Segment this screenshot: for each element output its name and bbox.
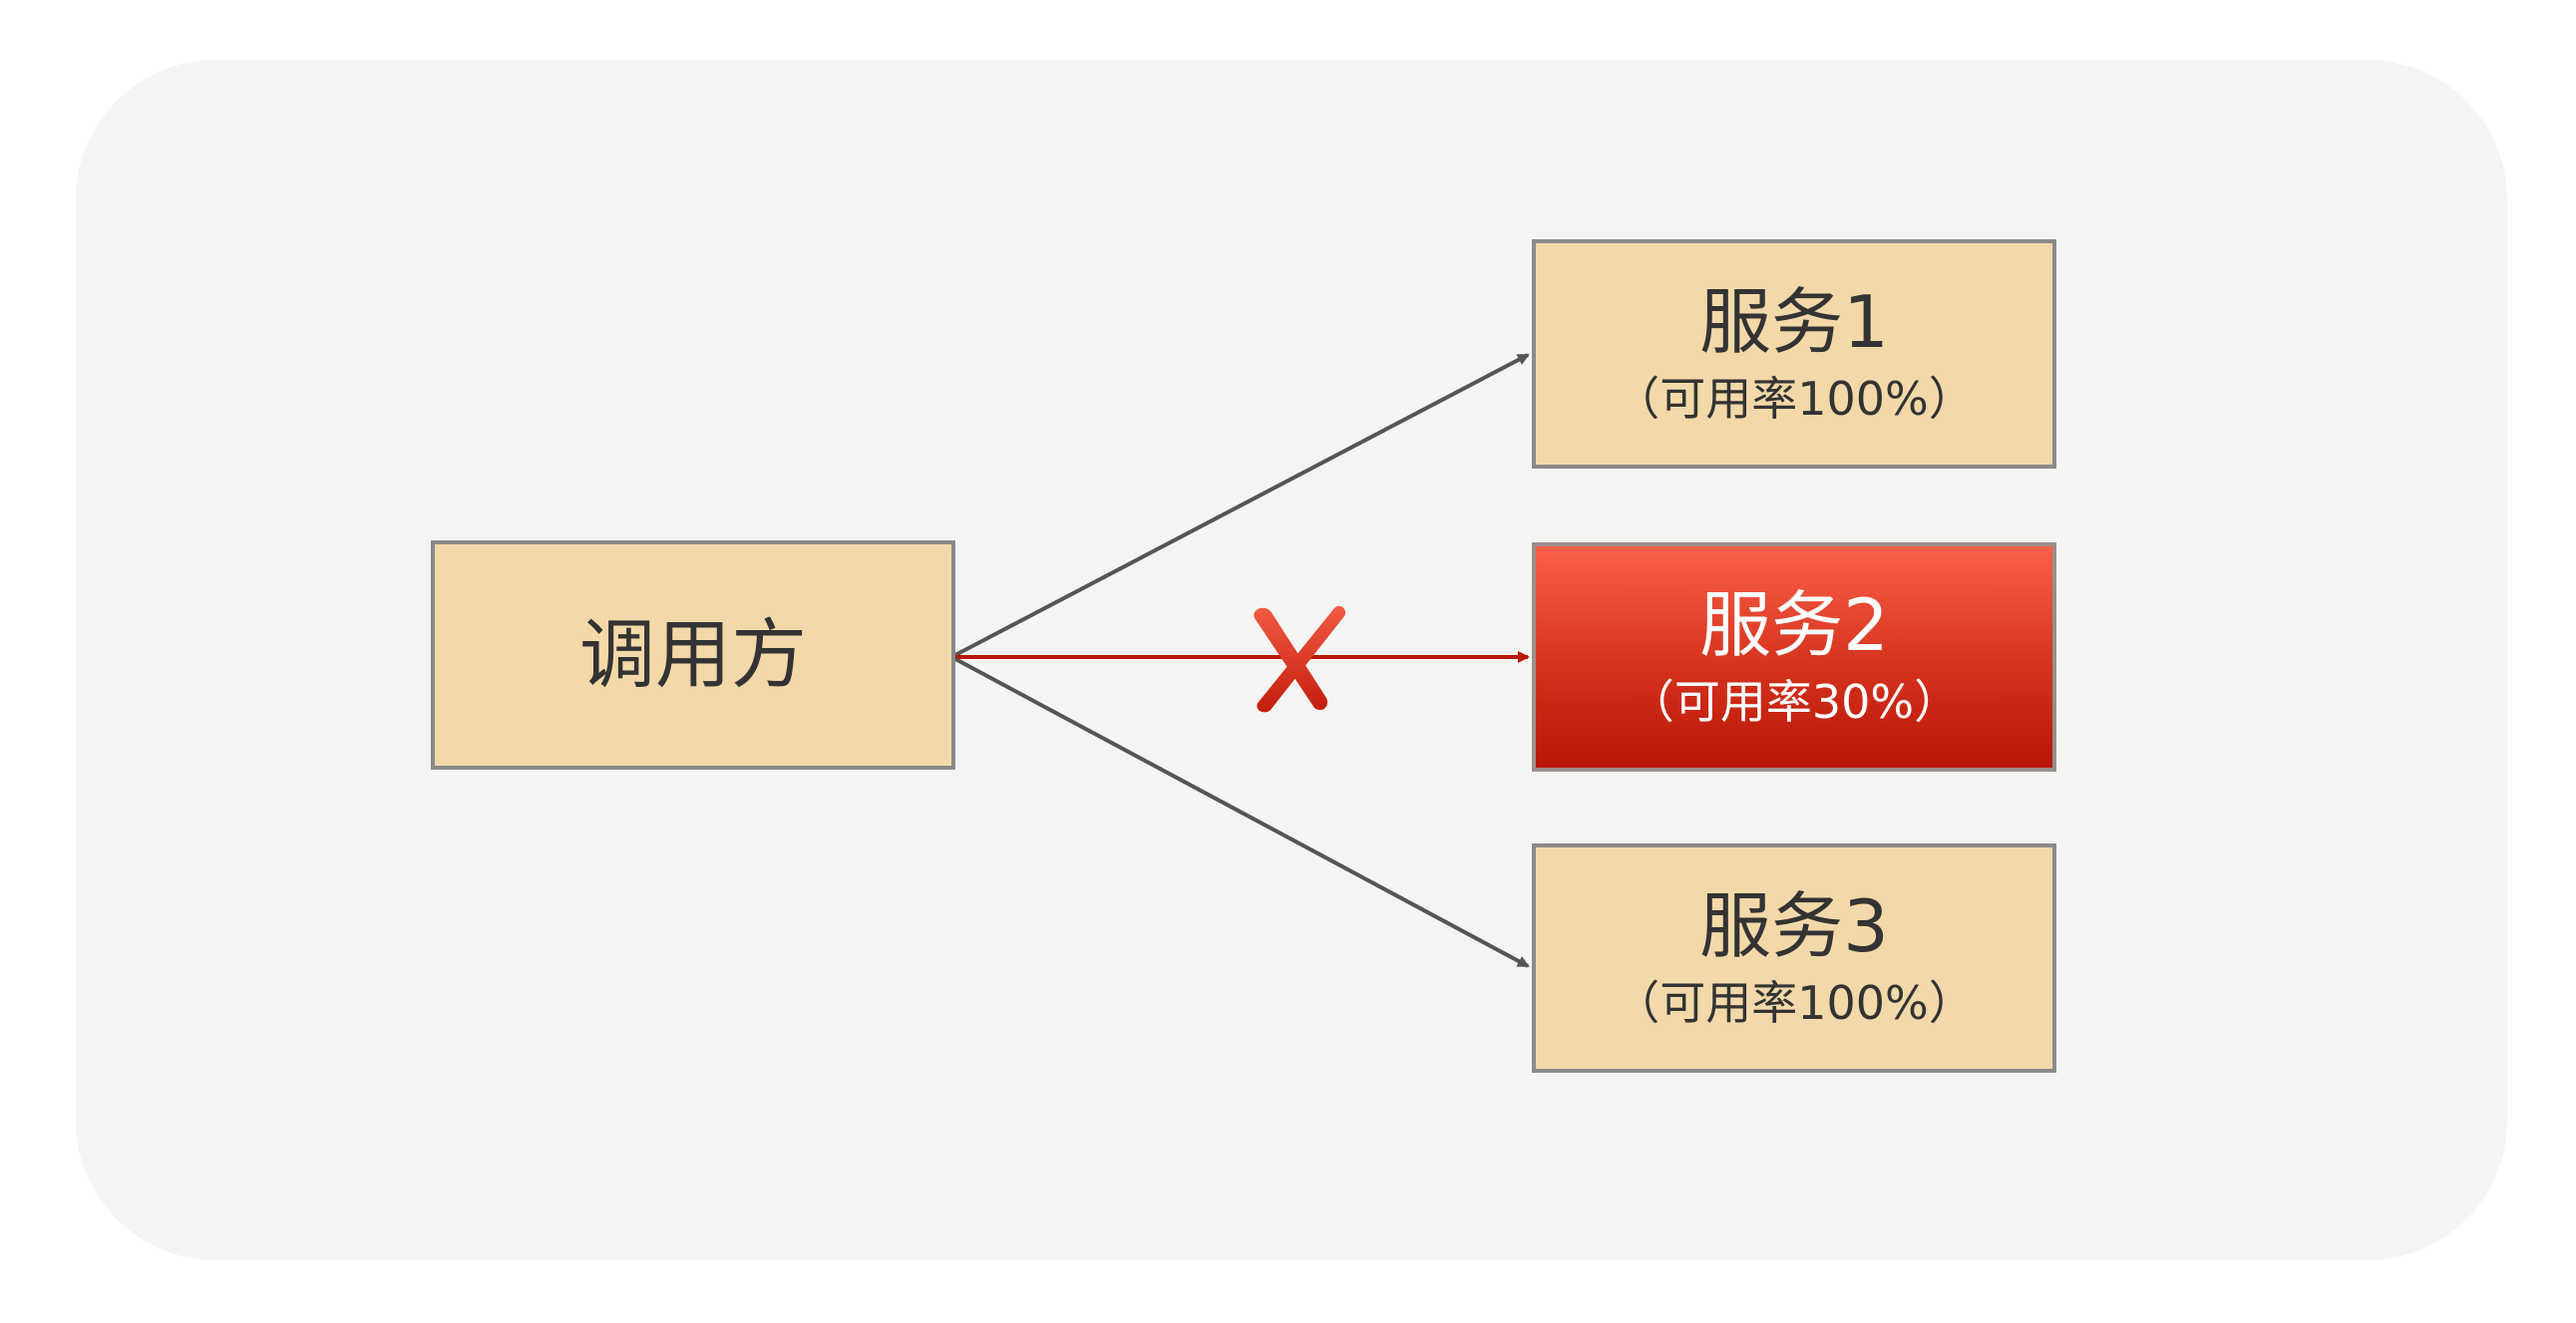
service-node-1: 服务1 （可用率100%） (1532, 239, 2056, 469)
blocked-cross-icon (1254, 605, 1346, 713)
service-name: 服务2 (1699, 583, 1889, 667)
link-caller-to-service-1 (954, 353, 1530, 657)
service-node-2-failed: 服务2 （可用率30%） (1532, 542, 2056, 772)
service-name: 服务3 (1699, 884, 1889, 968)
caller-label: 调用方 (579, 610, 807, 700)
caller-node: 调用方 (431, 540, 955, 770)
service-availability: （可用率100%） (1614, 975, 1975, 1030)
service-availability: （可用率30%） (1628, 674, 1961, 729)
service-name: 服务1 (1699, 280, 1889, 364)
link-caller-to-service-3 (954, 657, 1530, 968)
service-node-3: 服务3 （可用率100%） (1532, 843, 2056, 1073)
service-availability: （可用率100%） (1614, 371, 1975, 426)
